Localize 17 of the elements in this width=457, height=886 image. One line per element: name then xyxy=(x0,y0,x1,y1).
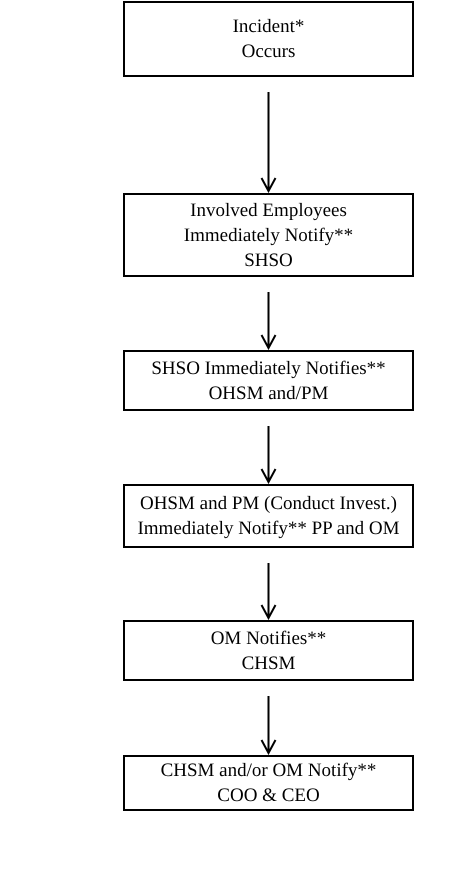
process-box xyxy=(123,1,414,77)
step-text: Involved Employees Immediately Notify** SHSO xyxy=(182,198,354,272)
arrow xyxy=(260,92,276,192)
arrow xyxy=(260,563,276,619)
arrow xyxy=(260,426,276,483)
step-text: SHSO Immediately Notifies** OHSM and/PM xyxy=(150,356,387,406)
process-box xyxy=(123,484,414,548)
arrow xyxy=(260,696,276,754)
process-box xyxy=(123,193,414,277)
arrow xyxy=(260,292,276,349)
step-text: OHSM and PM (Conduct Invest.) Immediately Notify** PP and OM xyxy=(136,492,401,541)
step-text: Incident* Occurs xyxy=(232,15,306,64)
process-box xyxy=(123,620,414,681)
process-box xyxy=(123,755,414,811)
step-text: OM Notifies** CHSM xyxy=(210,626,328,676)
process-box xyxy=(123,350,414,411)
step-text: CHSM and/or OM Notify** COO & CEO xyxy=(160,759,378,808)
